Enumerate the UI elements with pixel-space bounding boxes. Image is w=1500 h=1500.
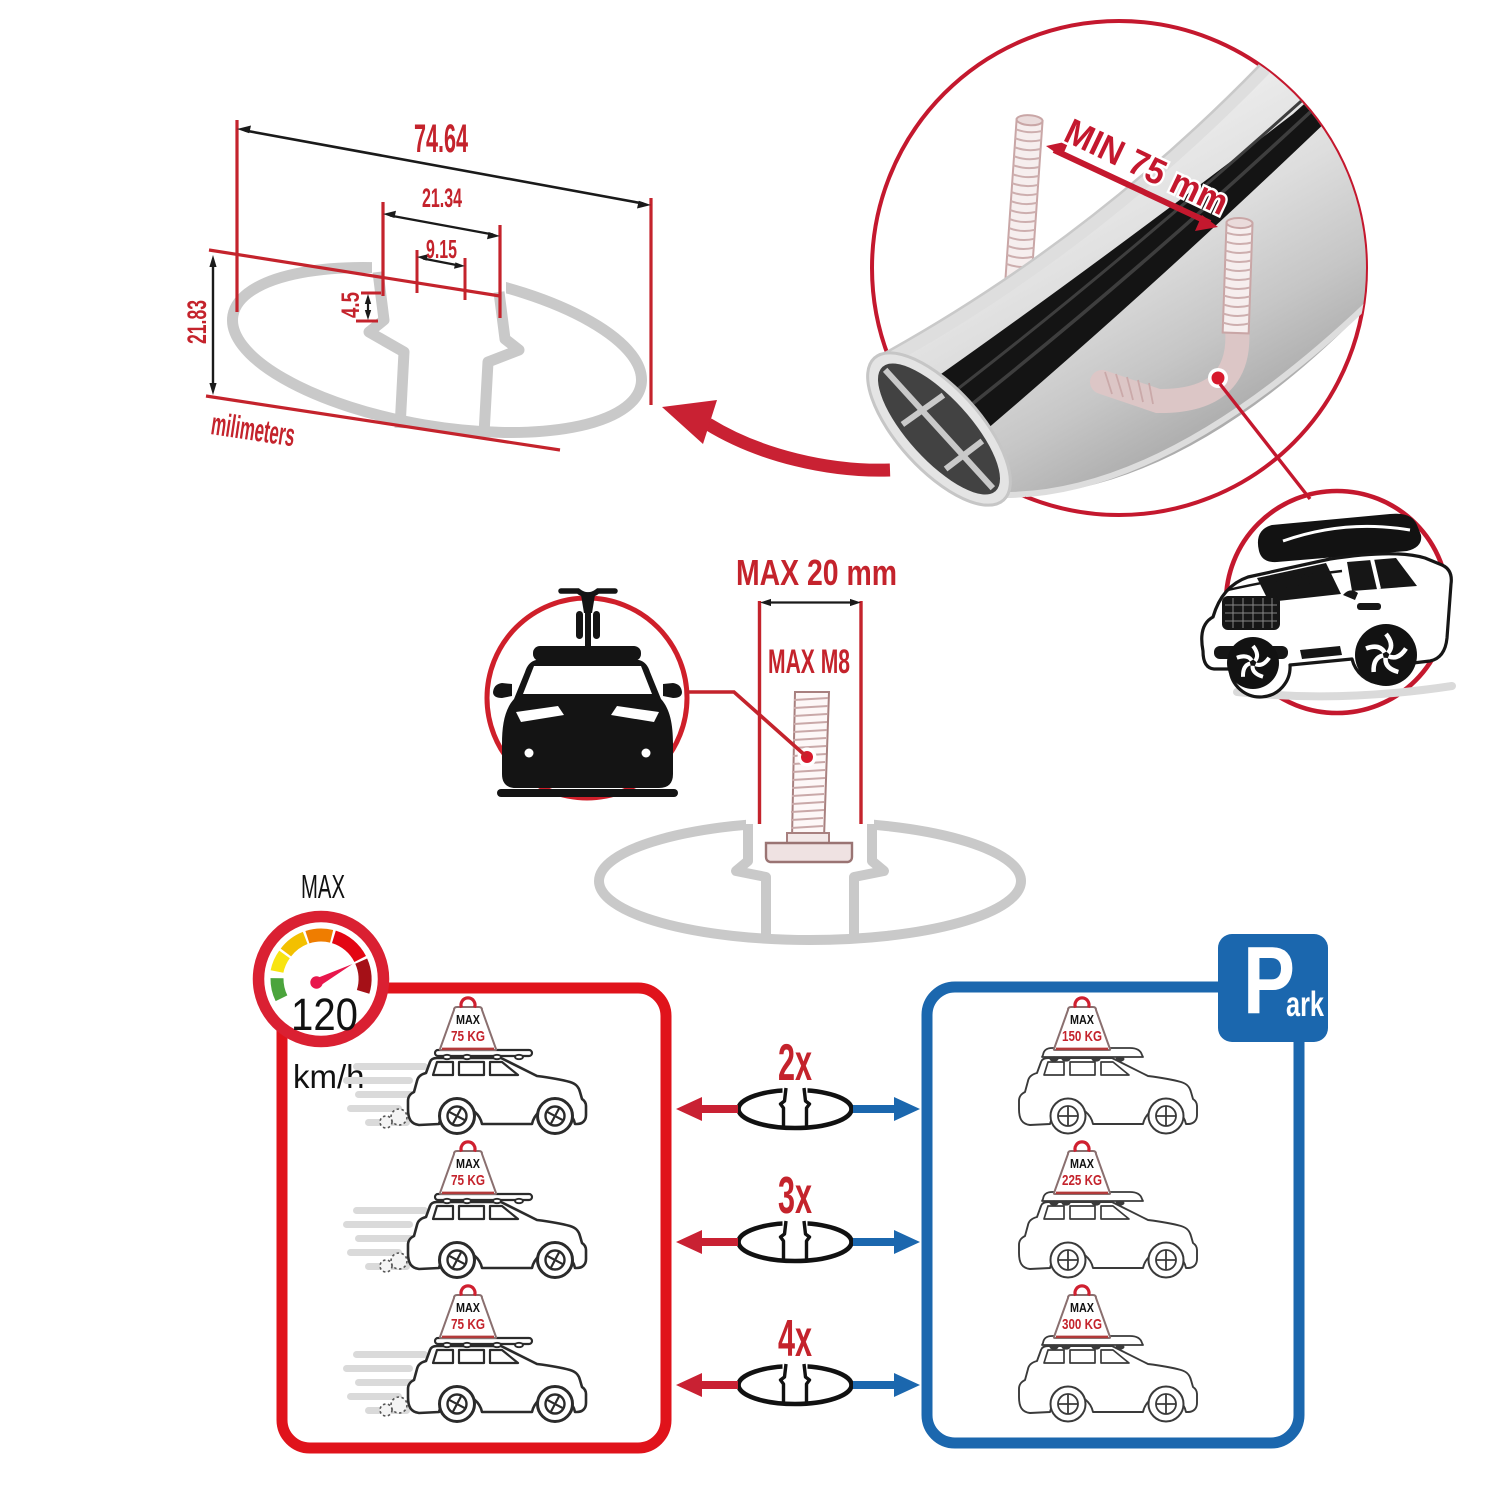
svg-text:9.15: 9.15 xyxy=(426,234,457,264)
svg-text:MAX: MAX xyxy=(1070,1300,1094,1315)
svg-text:P: P xyxy=(1243,927,1295,1034)
svg-text:75 KG: 75 KG xyxy=(451,1028,485,1045)
svg-text:4x: 4x xyxy=(778,1310,812,1368)
svg-text:MAX 20 mm: MAX 20 mm xyxy=(736,552,897,593)
svg-text:3x: 3x xyxy=(778,1167,812,1225)
svg-text:300 KG: 300 KG xyxy=(1062,1316,1102,1333)
svg-text:MAX M8: MAX M8 xyxy=(768,643,850,681)
svg-text:MAX: MAX xyxy=(456,1012,480,1027)
svg-text:km/h: km/h xyxy=(293,1058,365,1095)
svg-text:MAX: MAX xyxy=(456,1156,480,1171)
svg-text:75 KG: 75 KG xyxy=(451,1172,485,1189)
svg-text:MAX: MAX xyxy=(1070,1156,1094,1171)
svg-text:21.83: 21.83 xyxy=(182,300,212,344)
svg-text:150 KG: 150 KG xyxy=(1062,1028,1102,1045)
svg-text:74.64: 74.64 xyxy=(414,117,468,161)
svg-text:MAX: MAX xyxy=(1070,1012,1094,1027)
svg-text:ark: ark xyxy=(1286,985,1324,1024)
svg-text:75 KG: 75 KG xyxy=(451,1316,485,1333)
svg-text:21.34: 21.34 xyxy=(422,183,462,213)
svg-text:MAX: MAX xyxy=(456,1300,480,1315)
svg-text:4.5: 4.5 xyxy=(337,292,365,318)
svg-text:MAX: MAX xyxy=(301,868,345,905)
svg-text:2x: 2x xyxy=(778,1034,812,1092)
svg-text:120: 120 xyxy=(291,989,358,1040)
svg-text:225 KG: 225 KG xyxy=(1062,1172,1102,1189)
svg-text:milimeters: milimeters xyxy=(209,405,297,453)
